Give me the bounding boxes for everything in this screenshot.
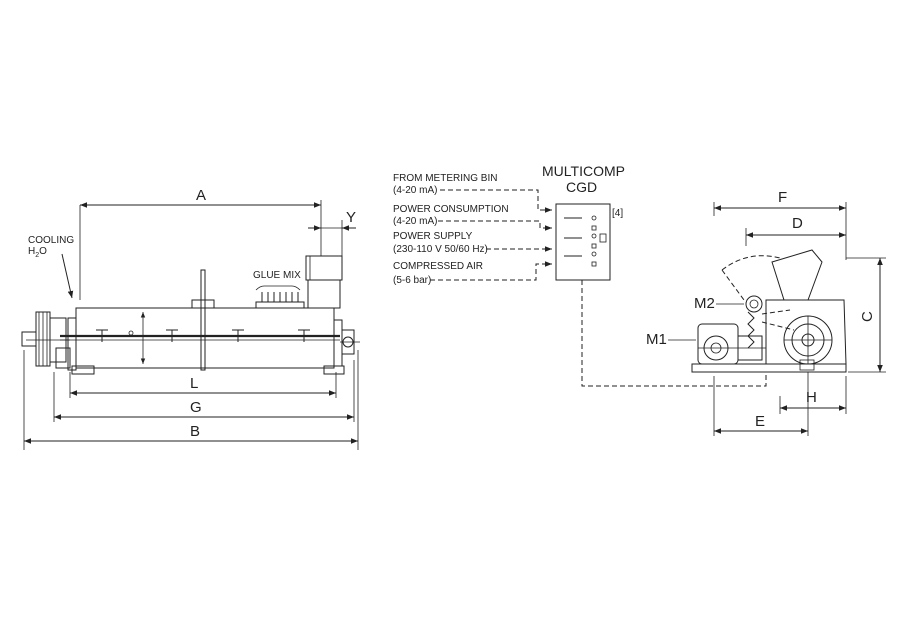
dimension-c-label: C bbox=[859, 311, 876, 322]
cooling-o: O bbox=[39, 246, 47, 257]
glue-mix-manifold bbox=[255, 285, 305, 309]
input-power-consumption-line1: POWER CONSUMPTION bbox=[393, 204, 509, 215]
dimension-l-label: L bbox=[190, 375, 198, 392]
metering-bin-signal-line bbox=[440, 189, 552, 213]
input-compressed-air-line1: COMPRESSED AIR bbox=[393, 261, 483, 272]
motor-m1 bbox=[697, 323, 766, 365]
machine-end-view: M1 M2 F D C H E bbox=[646, 189, 886, 436]
control-ref-number: [4] bbox=[612, 208, 623, 219]
main-housing bbox=[765, 299, 847, 371]
dimension-a-label: A bbox=[196, 187, 206, 204]
left-flange bbox=[67, 317, 77, 371]
right-bearing bbox=[340, 329, 360, 355]
input-compressed-air-line2: (5-6 bar) bbox=[393, 275, 431, 286]
input-power-supply-line2: (230-110 V 50/60 Hz) bbox=[393, 244, 488, 255]
control-title-line2: CGD bbox=[566, 179, 597, 195]
input-metering-bin-line2: (4-20 mA) bbox=[393, 185, 437, 196]
cooling-subscript: 2 bbox=[35, 252, 39, 259]
motor-m2-label: M2 bbox=[694, 295, 715, 312]
dimension-h-label: H bbox=[806, 389, 817, 406]
cooling-h: H bbox=[28, 246, 35, 257]
motor-m2 bbox=[745, 295, 795, 349]
input-metering-bin-line1: FROM METERING BIN bbox=[393, 173, 497, 184]
power-consumption-signal-line bbox=[438, 220, 552, 231]
control-unit-section: MULTICOMP CGD [4] FROM METERING BIN (4-2… bbox=[393, 163, 767, 387]
dimension-y-label: Y bbox=[346, 209, 356, 226]
cooling-label: COOLING bbox=[28, 235, 74, 246]
input-power-consumption-line2: (4-20 mA) bbox=[393, 216, 437, 227]
vertical-pipe bbox=[200, 269, 206, 371]
right-flange bbox=[333, 319, 343, 367]
compressed-air-line bbox=[430, 261, 552, 281]
blender-side-view: GLUE MIX COOLING H2O A Y L G B bbox=[21, 187, 360, 450]
dimension-e-label: E bbox=[755, 413, 765, 430]
motor-m1-label: M1 bbox=[646, 331, 667, 348]
cooling-arrow bbox=[61, 253, 74, 299]
output-control-line bbox=[581, 280, 767, 387]
dimension-b-label: B bbox=[190, 423, 200, 440]
base-frame bbox=[691, 363, 847, 373]
left-foot bbox=[71, 365, 95, 375]
dimension-f-label: F bbox=[778, 189, 787, 206]
dimension-d-label: D bbox=[792, 215, 803, 232]
glue-mix-label: GLUE MIX bbox=[253, 270, 301, 281]
control-title-line1: MULTICOMP bbox=[542, 163, 625, 179]
inlet-hopper bbox=[305, 255, 343, 309]
input-power-supply-line1: POWER SUPPLY bbox=[393, 231, 473, 242]
dimension-g-label: G bbox=[190, 399, 202, 416]
top-hopper bbox=[721, 249, 823, 301]
spray-nozzles bbox=[96, 329, 310, 342]
control-cabinet bbox=[555, 203, 611, 281]
drive-pulley bbox=[21, 311, 71, 369]
svg-text:H2O: H2O bbox=[28, 246, 47, 259]
